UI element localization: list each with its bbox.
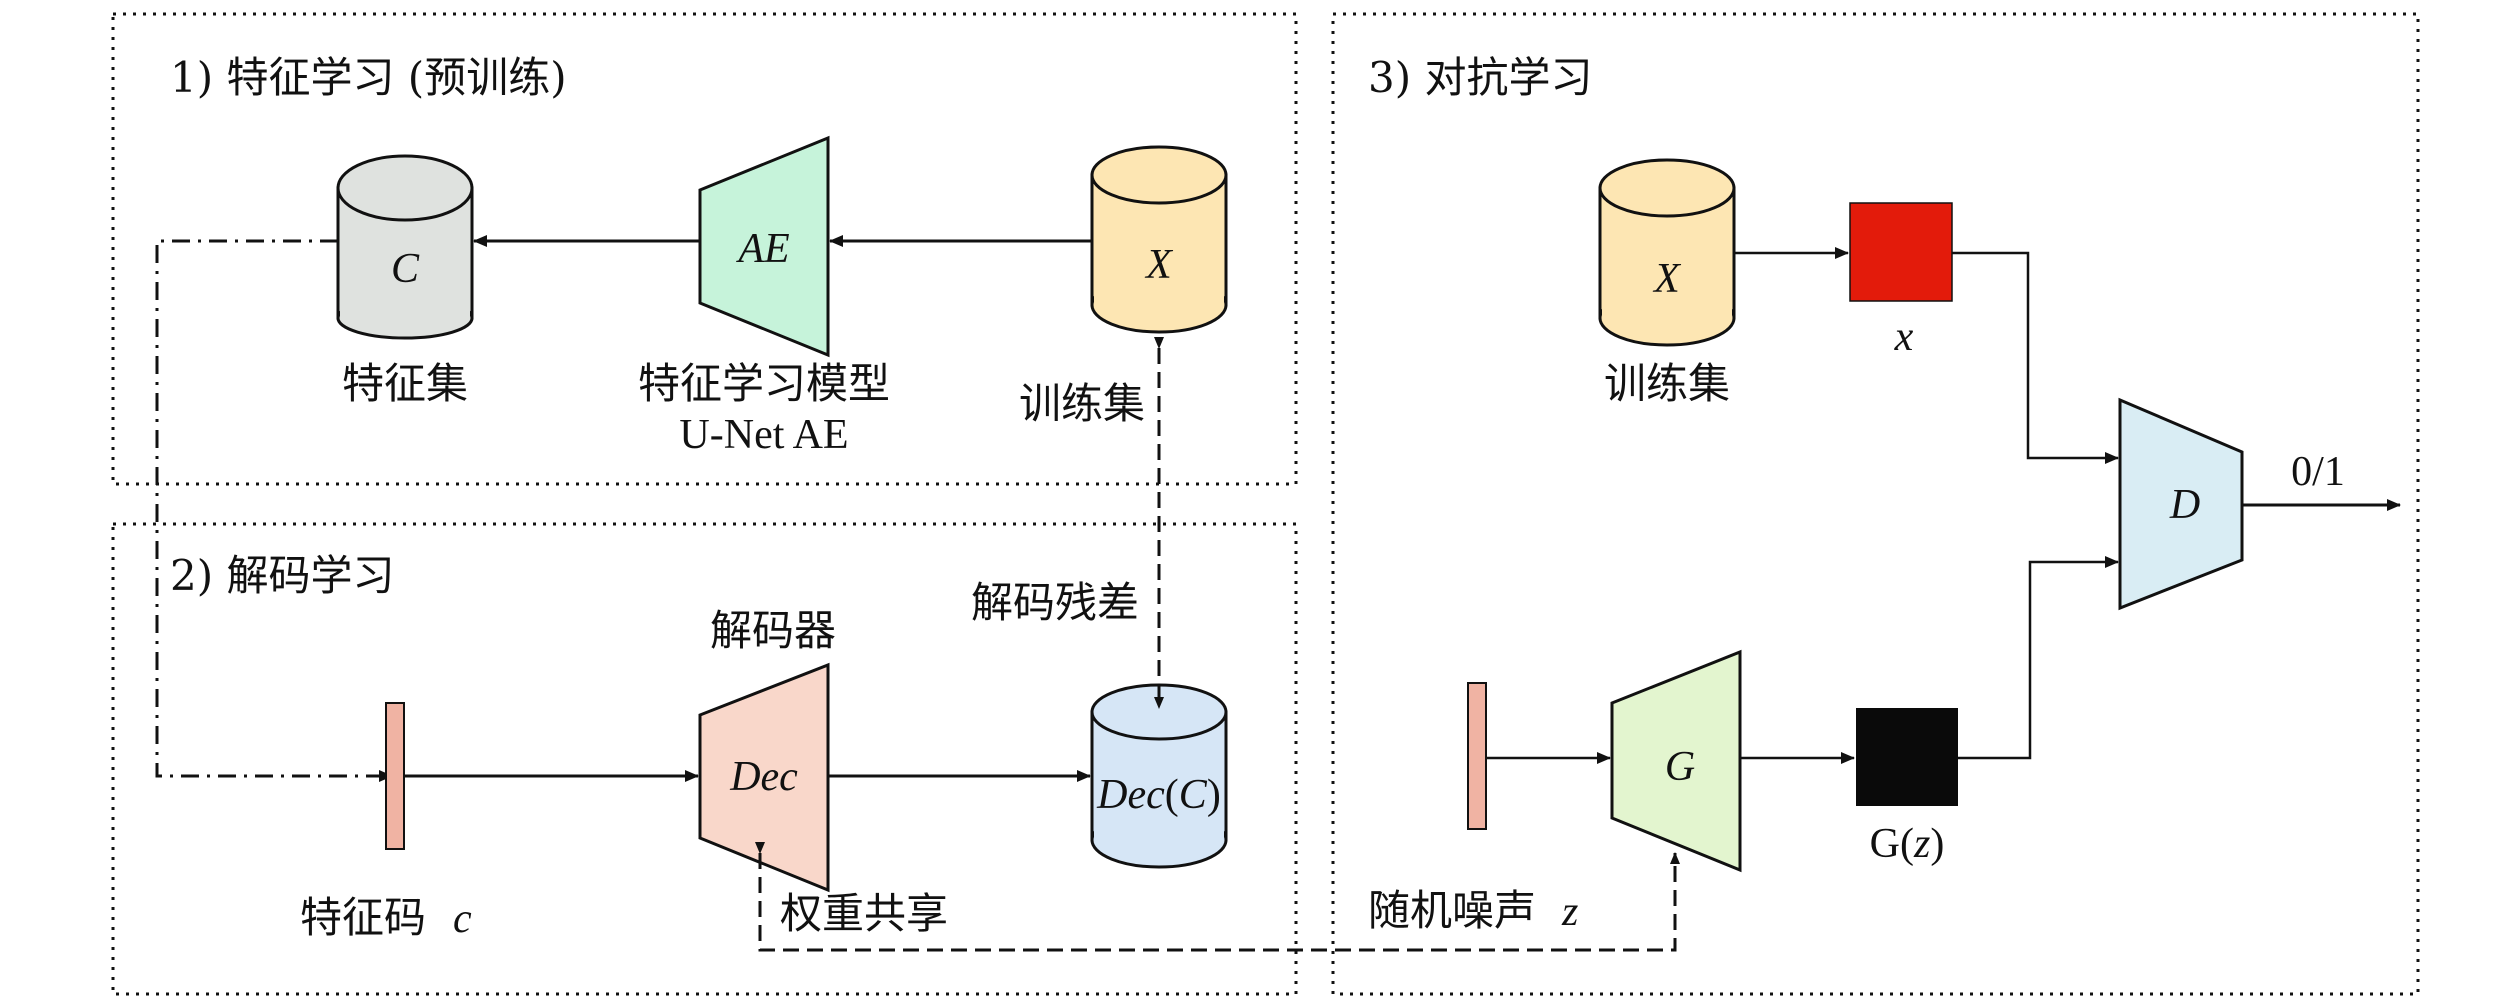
feature-set-label: 特征集 [342, 359, 468, 408]
ae-model-sublabel: U-Net AE [679, 412, 848, 458]
training-set-1-label: 训练集 [1019, 379, 1145, 428]
weight-sharing-label: 权重共享 [780, 889, 948, 938]
ae-model-label: 特征学习模型 [638, 359, 890, 408]
section-3-frame [1331, 12, 2420, 996]
discriminator-trapezoid: D [2118, 397, 2244, 611]
svg-text:z: z [1561, 889, 1578, 935]
generator-trapezoid: G [1610, 649, 1742, 873]
section-2-title: 2) 解码学习 [170, 551, 394, 600]
section-3-title: 3) 对抗学习 [1368, 53, 1592, 102]
generator-symbol: G [1665, 744, 1695, 790]
random-noise-bar [1467, 682, 1487, 830]
decoding-residual-label: 解码残差 [971, 578, 1139, 627]
section-1-title: 1) 特征学习 (预训练) [170, 53, 567, 102]
section-2-frame [111, 522, 1298, 996]
discriminator-output-label: 0/1 [2291, 449, 2345, 495]
fake-sample-symbol: G(z) [1870, 821, 1945, 867]
arrow-c-to-feature-code [155, 239, 393, 782]
feature-set-symbol: C [391, 246, 420, 292]
ae-model-trapezoid: AE [698, 135, 830, 358]
svg-text:c: c [453, 896, 472, 942]
arrow-real-sample-to-d [1952, 251, 2119, 464]
dec-output-cylinder: Dec(C) [1090, 683, 1228, 869]
arrow-fake-sample-to-d [1958, 556, 2119, 760]
training-set-1-symbol: X [1144, 242, 1174, 288]
training-set-2-symbol: X [1652, 256, 1682, 302]
svg-text:随机噪声: 随机噪声 [1368, 886, 1536, 935]
feature-code-bar [385, 702, 405, 850]
feature-set-cylinder: C [336, 154, 474, 340]
section-1-frame [111, 12, 1298, 486]
decoder-trapezoid: Dec [698, 662, 830, 893]
real-sample-symbol: x [1894, 314, 1914, 360]
dec-output-symbol: Dec(C) [1096, 772, 1221, 818]
real-sample-square [1849, 202, 1953, 302]
decoder-label: 解码器 [710, 606, 836, 655]
feature-code-label: 特征码 c [300, 893, 472, 942]
training-set-cylinder-2: X [1598, 158, 1736, 347]
random-noise-label: 随机噪声 z [1368, 886, 1578, 935]
decoder-symbol: Dec [729, 754, 798, 800]
discriminator-symbol: D [2169, 482, 2200, 528]
training-set-cylinder-1: X [1090, 145, 1228, 334]
svg-text:特征码: 特征码 [300, 893, 426, 942]
training-set-2-label: 训练集 [1604, 359, 1730, 408]
ae-model-symbol: AE [735, 226, 789, 272]
weight-sharing-connector [755, 842, 1680, 952]
fake-sample-square [1856, 708, 1958, 806]
